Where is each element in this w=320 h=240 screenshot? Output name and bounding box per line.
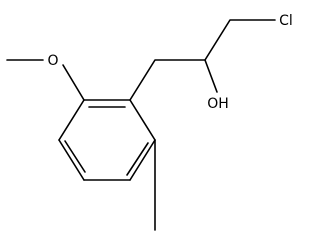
chemical-structure-diagram: O OH Cl [6, 13, 293, 231]
oxygen-to-ring-bond [62, 64, 85, 101]
ring-double-bond-inner-3 [64, 140, 86, 173]
ring-bond-c6-c1 [58, 99, 85, 141]
ring-bond-c3-c4 [129, 139, 156, 181]
benzene-ring [58, 99, 156, 181]
hydroxyl-label: OH [207, 96, 229, 112]
ring-double-bond-inner-2 [126, 142, 149, 176]
ring-bond-c2-c3 [129, 99, 156, 141]
carbon-to-hydroxyl-bond [204, 59, 218, 93]
side-chain-backbone [129, 19, 276, 101]
methoxy-oxygen-label: O [47, 53, 58, 69]
chlorine-label: Cl [279, 13, 293, 29]
ring-bond-c5-c6 [58, 139, 85, 181]
